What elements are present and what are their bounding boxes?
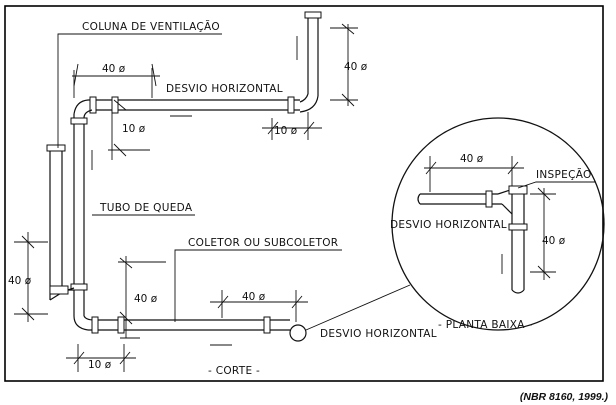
dim-top-40: 40 ø [102, 63, 126, 75]
dim-right-10: 10 ø [274, 125, 298, 137]
label-desvio-horizontal-top: DESVIO HORIZONTAL [166, 83, 283, 95]
label-tubo-de-queda: TUBO DE QUEDA [99, 202, 193, 214]
upper-right-vertical-pipe [296, 11, 322, 113]
label-coluna-ventilacao: COLUNA DE VENTILAÇÃO [82, 20, 220, 33]
label-corte: - CORTE - [208, 365, 260, 377]
dim-bottom-10: 10 ø [88, 359, 112, 371]
diagram-frame [4, 5, 604, 382]
citation: (NBR 8160, 1999.) [519, 391, 608, 403]
dim-bottom-40: 40 ø [242, 291, 266, 303]
label-desvio-horizontal-bottom: DESVIO HORIZONTAL [320, 328, 437, 340]
upper-horizontal-pipe [88, 96, 300, 117]
label-planta-baixa: - PLANTA BAIXA - [438, 319, 533, 331]
leader-lines [57, 33, 342, 322]
detail-circle [305, 117, 605, 331]
dim-detail-right-40: 40 ø [542, 235, 566, 247]
label-coletor: COLETOR OU SUBCOLETOR [188, 237, 338, 249]
dim-mid-10: 10 ø [122, 123, 146, 135]
dim-detail-top-40: 40 ø [460, 153, 484, 165]
upper-left-elbow [73, 99, 93, 119]
label-inspecao: INSPEÇÃO [536, 168, 592, 181]
vent-column [46, 60, 75, 301]
collector-pipe [73, 315, 307, 346]
stack-pipe [70, 114, 93, 316]
dimension-lines [14, 23, 358, 372]
dim-right-40: 40 ø [344, 61, 368, 73]
label-desvio-horizontal-detail: DESVIO HORIZONTAL [390, 219, 507, 231]
dim-left-40: 40 ø [8, 275, 32, 287]
dim-center-40: 40 ø [134, 293, 158, 305]
